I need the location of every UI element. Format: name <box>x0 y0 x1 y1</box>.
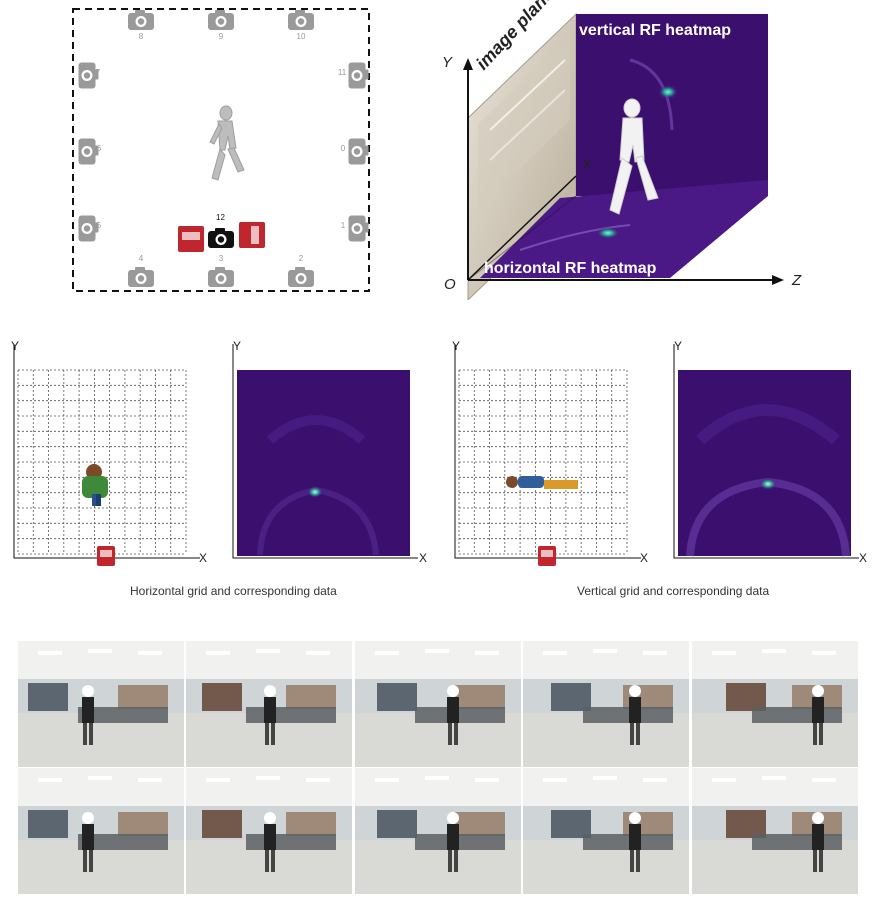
person-lying-figure <box>506 476 578 489</box>
camera-icon <box>73 138 100 166</box>
heat1-x-label: X <box>419 551 428 565</box>
vertical-grid <box>454 344 641 559</box>
camera-icon <box>287 9 315 36</box>
grid2-x-label: X <box>640 551 649 565</box>
camera-icon <box>207 9 235 36</box>
camera-icon <box>287 266 315 293</box>
camera-number-label: 9 <box>218 32 224 41</box>
heat1-y-label: Y <box>233 339 242 353</box>
vertical-caption: Vertical grid and corresponding data <box>577 584 770 598</box>
grid2-y-label: Y <box>452 339 461 353</box>
camera-icon <box>343 138 370 166</box>
axis-y-label: Y <box>442 54 453 71</box>
heat2-y-label: Y <box>674 339 683 353</box>
axis-z-label: Z <box>792 272 802 289</box>
scene-photo <box>692 768 858 894</box>
camera-number-label: 0 <box>340 144 346 153</box>
camera-layout-diagram <box>72 8 370 292</box>
radar-device-icon <box>239 222 265 248</box>
scene-photo <box>523 641 689 767</box>
camera-number-label: 4 <box>138 254 144 263</box>
grid1-y-label: Y <box>11 339 20 353</box>
vertical-heatmap <box>678 370 851 557</box>
heat2-x-label: X <box>859 551 868 565</box>
walking-person-figure <box>209 105 245 181</box>
horizontal-heatmap-label: horizontal RF heatmap <box>484 260 657 277</box>
horizontal-grid <box>13 344 200 559</box>
3d-person-figure <box>609 98 659 215</box>
camera-number-label: 7 <box>95 68 101 77</box>
person-top-view-figure <box>82 464 108 506</box>
camera-icon <box>73 215 100 243</box>
grid-and-heatmap-panels <box>13 344 859 566</box>
scene-photo <box>18 768 184 894</box>
3d-rf-scene <box>463 12 784 300</box>
camera-icon <box>127 9 155 36</box>
camera-number-label: 6 <box>96 144 102 153</box>
axis-x-label: X <box>582 156 592 172</box>
camera-number-label: 3 <box>218 254 224 263</box>
scene-photo <box>355 768 521 894</box>
camera-number-label: 2 <box>298 254 304 263</box>
scene-photo <box>186 768 352 894</box>
camera-icon <box>207 227 235 254</box>
vertical-heatmap-label: vertical RF heatmap <box>579 22 732 39</box>
camera-icon <box>127 266 155 293</box>
scene-photo <box>523 768 689 894</box>
camera-number-label: 12 <box>216 213 225 222</box>
horizontal-caption: Horizontal grid and corresponding data <box>130 584 337 598</box>
scene-photo <box>692 641 858 767</box>
scene-photo <box>186 641 352 767</box>
camera-number-label: 10 <box>296 32 306 41</box>
camera-number-label: 1 <box>340 221 346 230</box>
camera-number-label: 11 <box>337 68 347 77</box>
camera-number-label: 8 <box>138 32 144 41</box>
camera-icon <box>343 62 370 90</box>
origin-label: O <box>444 276 456 293</box>
radar-device-icon <box>178 226 204 252</box>
camera-icon <box>73 62 100 90</box>
radar-device-icon <box>97 546 115 566</box>
camera-number-label: 5 <box>96 221 102 230</box>
grid1-x-label: X <box>199 551 208 565</box>
scene-photo <box>355 641 521 767</box>
horizontal-heatmap <box>237 370 410 556</box>
scene-photo <box>18 641 184 767</box>
camera-icon <box>207 266 235 293</box>
camera-icon <box>343 215 370 243</box>
radar-device-icon <box>538 546 556 566</box>
